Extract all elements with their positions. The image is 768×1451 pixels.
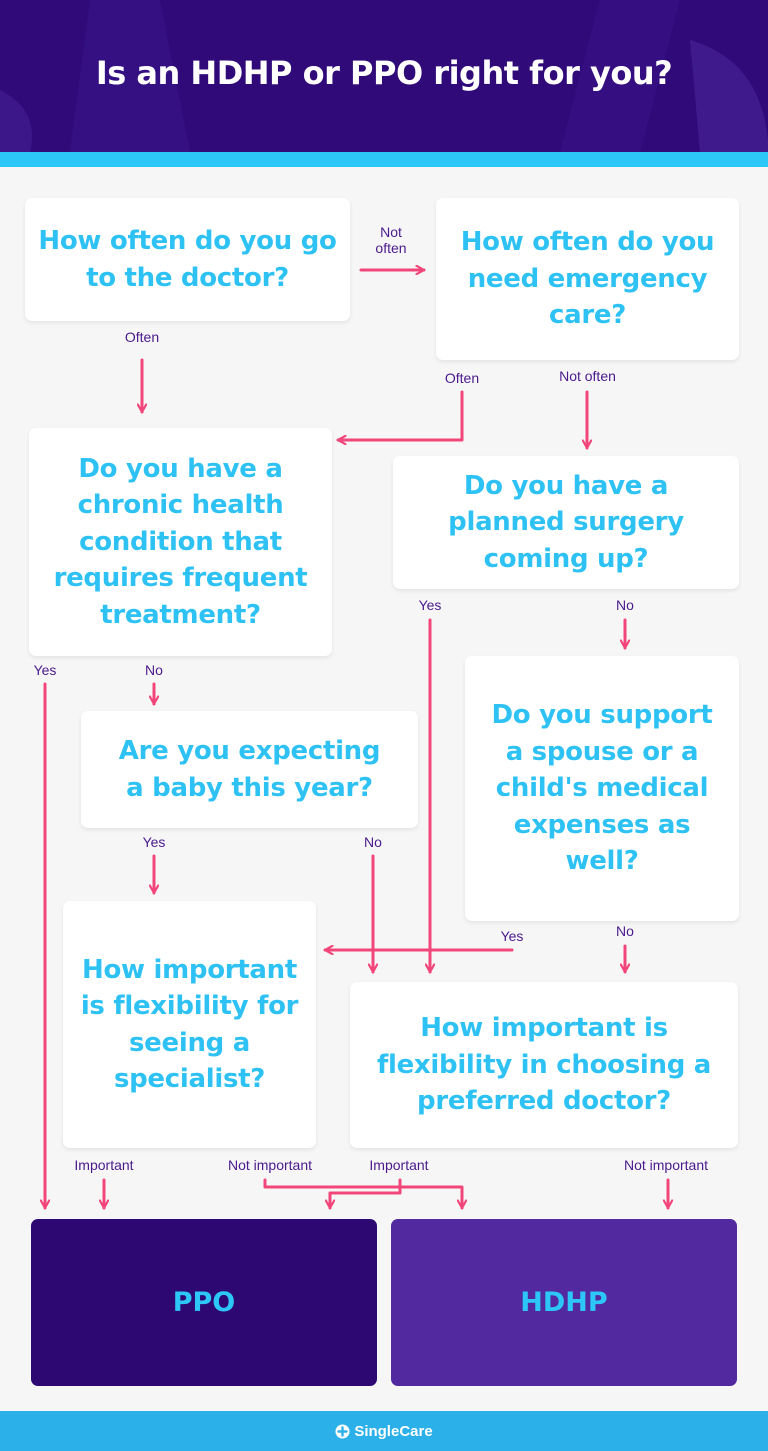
question-preferred-doctor-flexibility: How important is flexibility in choosing… <box>350 982 738 1148</box>
question-chronic-condition: Do you have a chronic health condition t… <box>29 428 332 656</box>
question-emergency-care: How often do you need emergency care? <box>436 198 739 360</box>
label-not-often: Not often <box>375 224 407 256</box>
header-decoration <box>0 0 768 152</box>
label-yes: Yes <box>142 834 166 850</box>
arrow-q7-not-important <box>263 1178 462 1210</box>
arrow-q2-often <box>336 390 464 440</box>
result-ppo: PPO <box>31 1219 377 1386</box>
label-no: No <box>616 923 634 939</box>
label-not-important: Not important <box>623 1157 709 1173</box>
singlecare-logo-icon <box>335 1424 350 1439</box>
label-not-often: Not often <box>559 368 616 384</box>
header: Is an HDHP or PPO right for you? <box>0 0 768 152</box>
label-important: Important <box>74 1157 134 1173</box>
question-expecting-baby: Are you expecting a baby this year? <box>81 711 418 828</box>
label-yes: Yes <box>500 928 524 944</box>
label-yes: Yes <box>418 597 442 613</box>
label-not-important: Not important <box>227 1157 313 1173</box>
label-often: Often <box>124 329 160 345</box>
brand-name: SingleCare <box>354 1422 433 1440</box>
question-support-spouse-child: Do you support a spouse or a child's med… <box>465 656 739 921</box>
page-title: Is an HDHP or PPO right for you? <box>95 54 673 92</box>
label-no: No <box>145 662 163 678</box>
label-important: Important <box>369 1157 429 1173</box>
arrow-q8-important <box>330 1178 402 1210</box>
footer: SingleCare <box>0 1411 768 1451</box>
label-yes: Yes <box>33 662 57 678</box>
question-doctor-frequency: How often do you go to the doctor? <box>25 198 350 321</box>
label-no: No <box>364 834 382 850</box>
header-stripe <box>0 152 768 167</box>
label-often: Often <box>444 370 480 386</box>
question-planned-surgery: Do you have a planned surgery coming up? <box>393 456 739 589</box>
result-hdhp: HDHP <box>391 1219 737 1386</box>
question-specialist-flexibility: How important is flexibility for seeing … <box>63 901 316 1148</box>
label-no: No <box>616 597 634 613</box>
